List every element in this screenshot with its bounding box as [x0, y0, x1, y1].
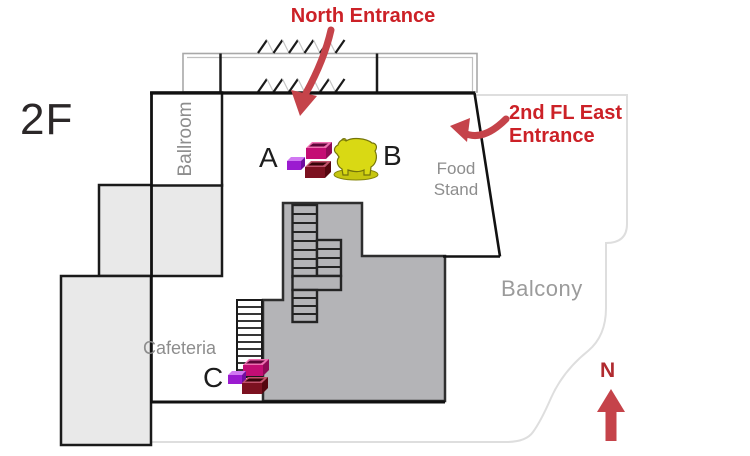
dark-red-crate-icon [242, 377, 268, 394]
magenta-crate-icon [243, 359, 269, 376]
balcony-outline [152, 94, 628, 443]
ballroom-label: Ballroom [175, 101, 196, 177]
marker-a-icons [287, 137, 379, 181]
marker-a-label: A [259, 142, 278, 173]
door-hatch-row-outer [257, 39, 346, 54]
purple-box-icon [287, 157, 305, 170]
north-entrance-arrow [291, 26, 335, 116]
central-staircase-right [315, 238, 343, 278]
roof-block-upper [97, 183, 224, 278]
central-staircase-lower [291, 288, 319, 324]
compass-north-arrow [597, 389, 625, 441]
floor-label: 2F [20, 95, 74, 144]
food-stand-label: Food Stand [433, 159, 479, 199]
roof-block-lower [59, 274, 153, 447]
compass-north-label: N [600, 359, 616, 382]
marker-c-icons [228, 359, 269, 394]
north-entrance-label: North Entrance [290, 5, 436, 27]
north-corridor-inner-line [187, 56, 474, 92]
north-corridor [182, 52, 478, 93]
cafeteria-label: Cafeteria [143, 338, 217, 358]
east-entrance-label: 2nd FL East Entrance [509, 102, 622, 147]
east-entrance-arrow [450, 115, 510, 142]
bear-statue-icon [333, 137, 379, 181]
central-dark-block [261, 201, 447, 403]
marker-c-label: C [203, 362, 224, 393]
building-walls [150, 91, 502, 404]
magenta-crate-icon [306, 142, 332, 159]
balcony-label: Balcony [501, 276, 583, 301]
central-staircase-upper [291, 203, 319, 279]
staircase-landing [291, 274, 343, 292]
marker-b-label: B [383, 140, 402, 171]
dark-red-crate-icon [305, 161, 331, 178]
